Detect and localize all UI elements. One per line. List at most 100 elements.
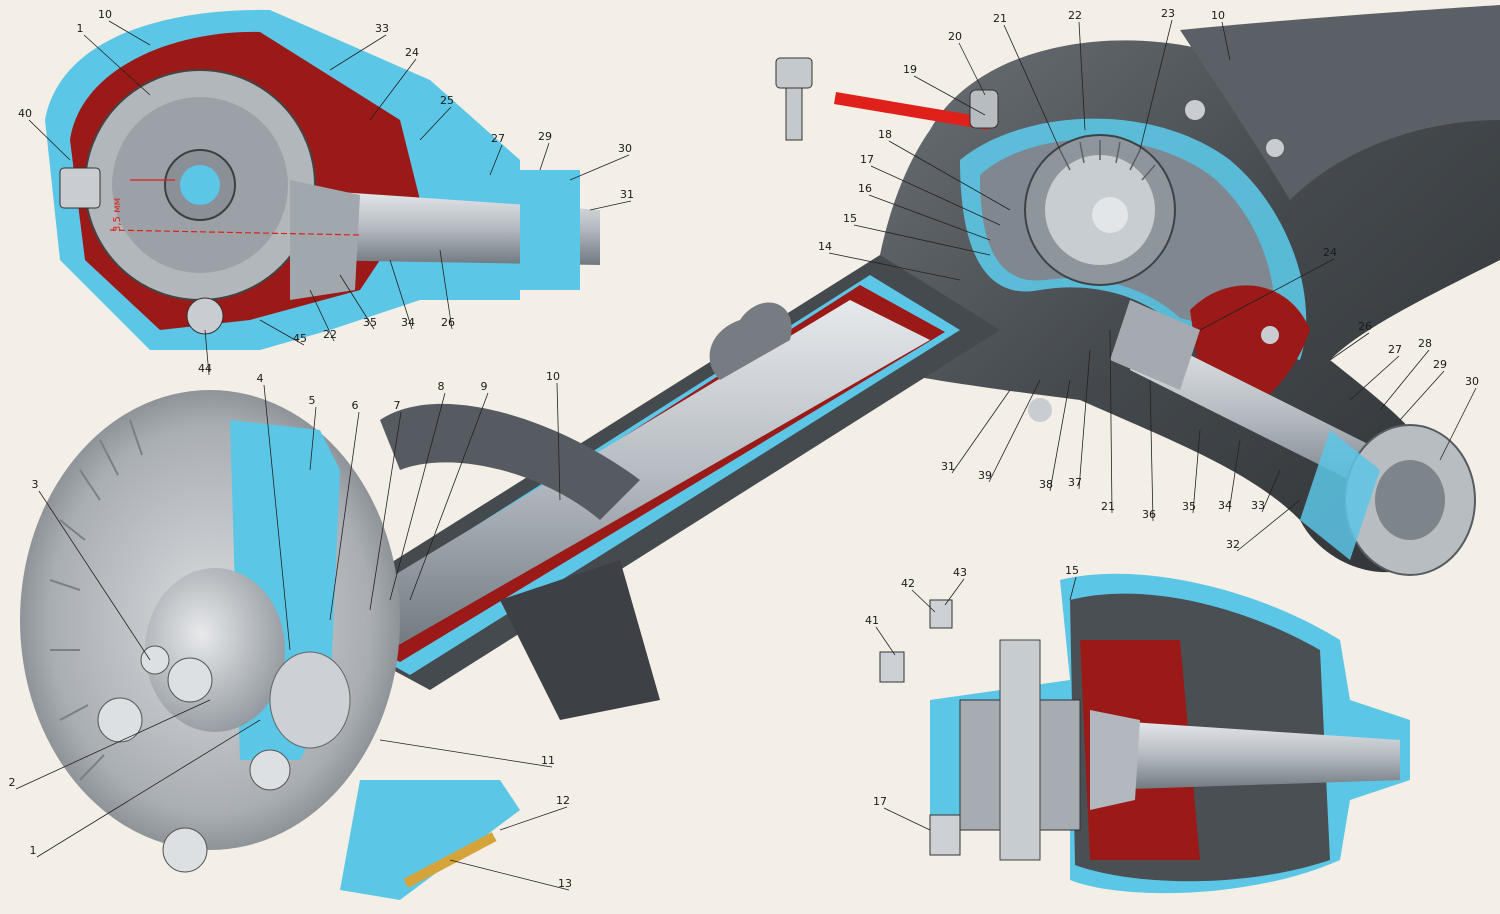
wheel-stud [167,657,213,703]
callout-leader [1261,469,1281,513]
diff-cap-bolt [879,651,905,683]
callout-number: 28 [1418,337,1432,350]
callout-leader [951,389,1011,474]
callout-leader [589,200,632,211]
tube-bracket-top [709,302,792,380]
callout-number: 12 [556,794,570,807]
callout-leader [1228,439,1241,513]
callout-leader [419,106,452,141]
wheel-stud [249,749,291,791]
callout-leader [108,20,151,46]
callout-leader [329,34,387,71]
callout-leader [911,589,936,613]
callout-leader [309,289,335,342]
callout-leader [1329,332,1370,361]
callout-leader [28,119,71,161]
callout-leader [1399,370,1445,421]
inset-axle-bore [180,165,220,205]
wheel-studs [97,645,291,873]
breather-stem [785,87,803,141]
callout-number: 1 [77,22,84,35]
callout-leader [36,719,261,858]
breather-valve [969,89,999,129]
breather-detail [775,57,999,141]
inset-side-bolt [59,167,101,209]
callout-number: 21 [993,12,1007,25]
callout-leader [1149,379,1154,522]
callout-number: 26 [441,316,455,329]
callout-number: 5 [309,394,316,407]
inset-pinion-gear [290,180,360,300]
callout-number: 3 [32,478,39,491]
callout-number: 45 [293,332,307,345]
callout-number: 40 [18,107,32,120]
flange-nut [1375,460,1445,540]
callout-leader [1379,349,1430,411]
ring-gear-teeth [1059,140,1156,181]
callout-number: 8 [438,380,445,393]
callout-leader [828,252,961,281]
callout-number: 26 [1358,320,1372,333]
callout-number: 17 [860,153,874,166]
callout-leader [499,806,568,831]
callout-number: 20 [948,30,962,43]
callout-leader [569,154,630,181]
callout-number: 15 [1065,564,1079,577]
callout-number: 13 [558,877,572,890]
callout-leader [883,807,931,831]
callout-leader [944,578,965,606]
spring-seat [500,560,660,720]
drive-pinion [1110,300,1200,390]
callout-leader [339,274,375,330]
callout-leader [988,379,1041,483]
callout-number: 32 [1226,538,1240,551]
callout-leader [329,411,360,621]
inset-bottom-right [879,573,1410,894]
callout-leader [853,224,991,256]
callout-leader [83,34,151,96]
callout-number: 41 [865,614,879,627]
callout-leader [1192,429,1201,514]
callout-number: 29 [1433,358,1447,371]
callout-leader [369,58,417,121]
wheel-stud [140,645,170,675]
callout-leader [1078,349,1091,490]
wheel-stud [162,827,208,873]
callout-number: 31 [620,188,634,201]
callout-number: 27 [1388,343,1402,356]
callout-number: 42 [901,577,915,590]
callout-number: 15 [843,212,857,225]
callout-number: 9 [481,380,488,393]
callout-number: 19 [903,63,917,76]
callout-number: 38 [1039,478,1053,491]
callout-number: 30 [1465,375,1479,388]
callout-number: 29 [538,130,552,143]
callout-leader [389,392,446,601]
callout-leader [439,249,453,330]
callout-leader [409,392,489,601]
callout-leader [449,859,570,891]
callout-number: 33 [1251,499,1265,512]
callout-number: 35 [363,316,377,329]
callout-number: 37 [1068,476,1082,489]
callout-leader [263,384,291,651]
callout-leader [958,42,986,96]
inset-top-left: 3,5 мм [45,9,600,351]
callout-number: 6 [352,399,359,412]
inset-offset-line [109,229,361,236]
callout-number: 7 [394,399,401,412]
brake-assembly [20,390,520,900]
side-gear [1092,197,1128,233]
callout-number: 14 [818,240,832,253]
callout-number: 2 [9,776,16,789]
callout-number: 10 [98,8,112,21]
callout-number: 24 [405,46,419,59]
diff-adjuster-bolt [929,599,953,629]
callout-number: 34 [401,316,415,329]
callout-leader [1236,499,1301,552]
callout-leader [1109,329,1113,514]
callout-number: 18 [878,128,892,141]
callout-number: 22 [1068,9,1082,22]
axle-tube [300,255,1000,720]
